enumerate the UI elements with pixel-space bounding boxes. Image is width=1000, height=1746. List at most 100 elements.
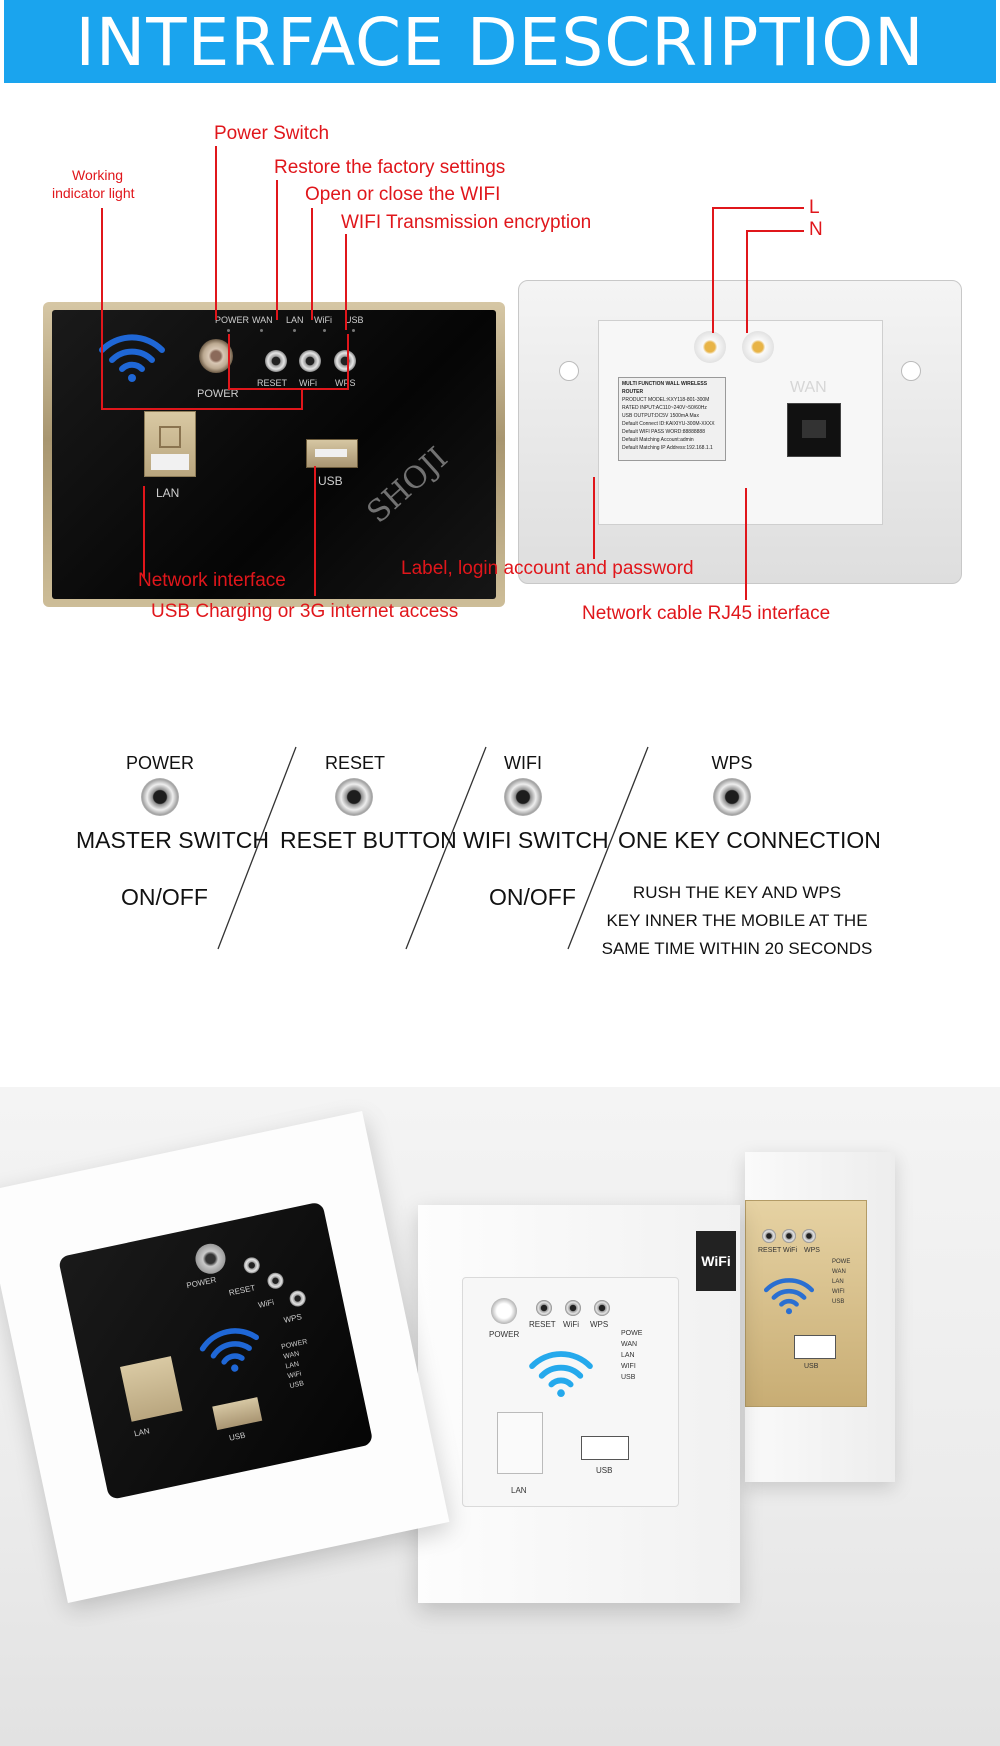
label-login: Label, login account and password <box>401 558 694 579</box>
button-functions: POWER MASTER SWITCH ON/OFF RESET RESET B… <box>0 723 1000 978</box>
callout-line-usb <box>314 466 316 596</box>
led-wan <box>260 329 263 332</box>
white-wps-button <box>594 1300 610 1316</box>
white-lan-port <box>497 1412 543 1474</box>
white-led-label: POWE <box>621 1330 643 1337</box>
tilted-reset-label: RESET <box>228 1283 257 1298</box>
white-reset-label: RESET <box>529 1320 556 1329</box>
label-wifi-toggle: Open or close the WIFI <box>305 184 501 205</box>
callout-line-n-v <box>746 230 748 333</box>
callout-line-power <box>215 146 217 320</box>
sticker-line: Default WIFI PASS WORD:88888888 <box>622 429 705 435</box>
sticker-line: Default Matching IP Address:192.168.1.1 <box>622 445 713 451</box>
gold-reset-button <box>762 1229 776 1243</box>
gold-led-list: POWE WAN LAN WIFI USB <box>832 1257 850 1307</box>
button-name-wifi: WIFI <box>504 753 542 773</box>
sticker-line: RATED INPUT:AC110~240V~50/60Hz <box>622 405 707 411</box>
white-power-label: POWER <box>489 1330 520 1339</box>
tilted-usb-label: USB <box>228 1430 247 1443</box>
wifi-button[interactable] <box>299 350 321 372</box>
usb-port-slot <box>315 449 347 457</box>
callout-line-rj45 <box>745 488 747 600</box>
callout-line-l-v <box>712 207 714 333</box>
power-button-icon <box>141 778 179 816</box>
wifi-icon <box>99 334 165 382</box>
label-usb: USB Charging or 3G internet access <box>151 601 459 622</box>
callout-line-label-login <box>593 477 595 559</box>
tilted-wifi-icon <box>199 1328 259 1372</box>
callout-line-reset <box>276 180 278 320</box>
button-name-power: POWER <box>125 753 194 773</box>
wan-label: WAN <box>790 379 827 396</box>
power-button[interactable] <box>199 339 233 373</box>
label-l: L <box>809 197 820 218</box>
white-led-list: POWE WAN LAN WIFI USB <box>621 1328 642 1383</box>
gold-led-label: WAN <box>832 1269 846 1275</box>
callout-line-network <box>143 486 145 578</box>
label-wifi-encrypt: WIFI Transmission encryption <box>341 212 592 233</box>
gold-usb-port <box>794 1335 836 1359</box>
tilted-wifi-button <box>265 1271 285 1291</box>
gold-wps-button <box>802 1229 816 1243</box>
rj45-port[interactable] <box>787 403 841 457</box>
white-device: POWER RESET WiFi WPS POWE WAN LAN WIFI U… <box>462 1277 679 1507</box>
wps-button[interactable] <box>334 350 356 372</box>
tilted-wps-button <box>288 1289 308 1309</box>
callout-line-wps <box>345 234 347 330</box>
wifi-button-icon <box>504 778 542 816</box>
button-name-wps: WPS <box>711 753 753 773</box>
reset-button[interactable] <box>265 350 287 372</box>
terminal-l <box>694 331 726 363</box>
white-power-button <box>491 1298 517 1324</box>
led-label-usb: USB <box>345 315 364 325</box>
white-led-label: WIFI <box>621 1363 636 1370</box>
led-label-wan: WAN <box>252 315 273 325</box>
wifi-onoff: ON/OFF <box>489 884 576 910</box>
white-usb-label: USB <box>596 1466 613 1475</box>
sticker-line: PRODUCT MODEL:KXY118-801-300M <box>622 397 710 403</box>
lan-arrow-icon <box>159 426 181 448</box>
sticker-line: Default Matching Account:admin <box>622 437 694 443</box>
label-restore: Restore the factory settings <box>274 157 506 178</box>
gold-usb-label: USB <box>804 1363 819 1370</box>
gold-wifi-label: WiFi <box>783 1247 797 1254</box>
gold-led-label: WIFI <box>832 1289 845 1295</box>
product-photo: RESET WiFi WPS POWE WAN LAN WIFI USB USB… <box>0 1087 1000 1746</box>
label-indicator-1: Working <box>72 167 124 183</box>
led-label-wifi: WiFi <box>314 315 332 325</box>
tilted-power-button <box>192 1241 229 1277</box>
lan-port[interactable] <box>144 411 196 477</box>
sticker-line: MULTI FUNCTION WALL WIRELESS ROUTER <box>622 381 708 395</box>
package-box-tilted: POWER RESET WiFi WPS LAN USB POWER WAN L… <box>0 1111 450 1603</box>
tilted-device: POWER RESET WiFi WPS LAN USB POWER WAN L… <box>57 1201 374 1501</box>
separator-lines <box>217 746 649 950</box>
tilted-power-label: POWER <box>185 1275 218 1291</box>
callout-line-leds-v1 <box>228 334 230 390</box>
label-n: N <box>809 219 823 240</box>
led-label-power: POWER <box>215 315 250 325</box>
white-wifi-button <box>565 1300 581 1316</box>
reset-button-icon <box>335 778 373 816</box>
interface-diagram: POWER WAN LAN WiFi USB POWER RESET WiFi … <box>0 83 1000 723</box>
front-panel: POWER WAN LAN WiFi USB POWER RESET WiFi … <box>52 310 496 599</box>
rj45-port-slot <box>802 420 826 438</box>
button-name-reset: RESET <box>324 753 385 773</box>
gold-led-label: POWE <box>832 1259 851 1265</box>
gold-led-label: USB <box>832 1299 845 1305</box>
led-usb <box>352 329 355 332</box>
wps-desc: ONE KEY CONNECTION <box>618 827 881 853</box>
wifi-badge: WiFi <box>696 1231 736 1291</box>
label-rj45: Network cable RJ45 interface <box>582 603 831 624</box>
page-title: INTERFACE DESCRIPTION <box>75 4 925 81</box>
gold-led-label: LAN <box>832 1279 844 1285</box>
power-desc: MASTER SWITCH <box>76 827 269 853</box>
sticker-line: USB OUTPUT:DC5V 1500mA Max <box>622 413 699 419</box>
terminal-n <box>742 331 774 363</box>
header-banner: INTERFACE DESCRIPTION <box>4 0 996 83</box>
usb-port[interactable] <box>306 439 358 468</box>
callout-line-wifi <box>311 208 313 320</box>
tilted-reset-button <box>242 1255 262 1275</box>
usb-label: USB <box>318 474 343 488</box>
power-onoff: ON/OFF <box>121 884 208 910</box>
callout-line-l-h <box>712 207 804 209</box>
